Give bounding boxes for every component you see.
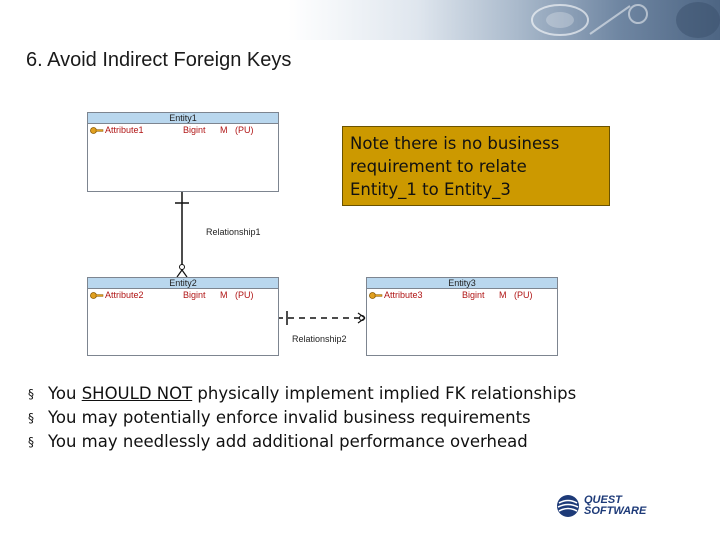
entity1-type: Bigint bbox=[183, 125, 206, 135]
key-icon bbox=[369, 292, 383, 299]
relationship2-crowfoot bbox=[357, 312, 366, 319]
bullet-item-3: § You may needlessly add additional perfo… bbox=[28, 430, 576, 454]
bullet-marker: § bbox=[28, 435, 34, 449]
entity1-box[interactable]: Entity1 Attribute1 Bigint M (PU) bbox=[87, 112, 279, 192]
bullet-marker: § bbox=[28, 387, 34, 401]
bullet2-text: You may potentially enforce invalid busi… bbox=[48, 408, 531, 427]
entity2-name: Entity2 bbox=[88, 278, 278, 289]
entity3-box[interactable]: Entity3 Attribute3 Bigint M (PU) bbox=[366, 277, 558, 356]
entity1-attribute: Attribute1 bbox=[105, 125, 144, 135]
entity1-attribute-row: Attribute1 Bigint M (PU) bbox=[88, 124, 278, 136]
note-line-3: Entity_1 to Entity_3 bbox=[350, 180, 511, 199]
entity3-attribute: Attribute3 bbox=[384, 290, 423, 300]
logo-line-1: QUEST bbox=[584, 494, 622, 506]
relationship1-optional-mark bbox=[179, 264, 185, 270]
entity2-box[interactable]: Entity2 Attribute2 Bigint M (PU) bbox=[87, 277, 279, 356]
entity1-keys: (PU) bbox=[235, 125, 254, 135]
entity2-keys: (PU) bbox=[235, 290, 254, 300]
key-icon bbox=[90, 127, 104, 134]
bullet-marker: § bbox=[28, 411, 34, 425]
entity2-type: Bigint bbox=[183, 290, 206, 300]
bullet-item-2: § You may potentially enforce invalid bus… bbox=[28, 406, 576, 430]
header-banner bbox=[0, 0, 720, 40]
note-box: Note there is no business requirement to… bbox=[342, 126, 610, 206]
bullet3-text: You may needlessly add additional perfor… bbox=[48, 432, 528, 451]
bullet1-text-end: physically implement implied FK relation… bbox=[192, 384, 577, 403]
globe-icon bbox=[557, 495, 579, 517]
entity3-keys: (PU) bbox=[514, 290, 533, 300]
entity1-flags: M bbox=[220, 125, 228, 135]
bullet1-emphasis: SHOULD NOT bbox=[81, 384, 193, 403]
entity2-flags: M bbox=[220, 290, 228, 300]
relationship2-label: Relationship2 bbox=[292, 334, 347, 344]
entity2-attribute-row: Attribute2 Bigint M (PU) bbox=[88, 289, 278, 301]
note-line-2: requirement to relate bbox=[350, 157, 527, 176]
entity3-attribute-row: Attribute3 Bigint M (PU) bbox=[367, 289, 557, 301]
entity2-attribute: Attribute2 bbox=[105, 290, 144, 300]
bullet-item-1: § You SHOULD NOT physically implement imp… bbox=[28, 382, 576, 406]
banner-image bbox=[531, 2, 720, 38]
page-title: 6. Avoid Indirect Foreign Keys bbox=[26, 49, 292, 71]
relationship1-crowfoot bbox=[176, 269, 183, 278]
relationship1-label: Relationship1 bbox=[206, 227, 261, 237]
entity1-name: Entity1 bbox=[88, 113, 278, 124]
entity3-name: Entity3 bbox=[367, 278, 557, 289]
bullet1-text-start: You bbox=[48, 384, 82, 403]
note-line-1: Note there is no business bbox=[350, 134, 560, 153]
bullet-list: § You SHOULD NOT physically implement imp… bbox=[28, 382, 576, 454]
entity3-type: Bigint bbox=[462, 290, 485, 300]
key-icon bbox=[90, 292, 104, 299]
entity3-flags: M bbox=[499, 290, 507, 300]
logo-line-2: SOFTWARE bbox=[584, 505, 647, 517]
